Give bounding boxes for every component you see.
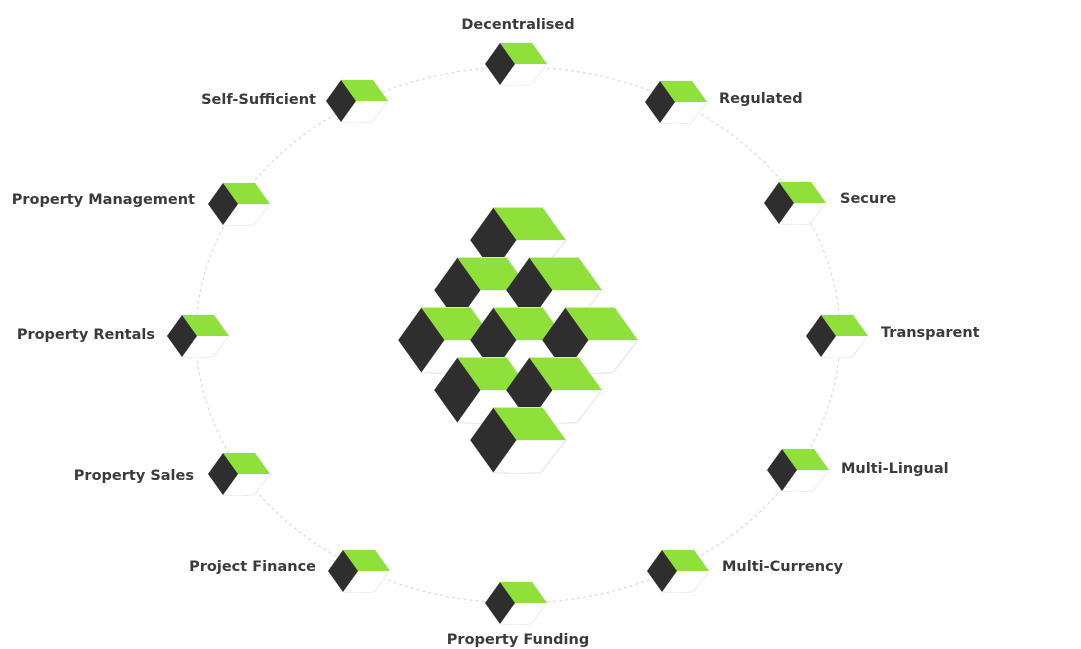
node-label-project-finance: Project Finance: [189, 559, 316, 575]
cube-icon: [764, 181, 826, 225]
cube-icon: [326, 79, 388, 123]
cube-icon: [167, 314, 229, 358]
cube-icon: [645, 80, 707, 124]
cube-icon: [806, 314, 868, 358]
node-label-property-sales: Property Sales: [73, 468, 194, 484]
node-label-decentralised: Decentralised: [461, 17, 575, 33]
cube-icon: [208, 452, 270, 496]
node-label-multi-lingual: Multi-Lingual: [841, 461, 949, 477]
cube-icon: [208, 182, 270, 226]
node-label-property-management: Property Management: [11, 192, 195, 208]
node-label-self-sufficient: Self-Sufficient: [201, 92, 316, 108]
node-label-multi-currency: Multi-Currency: [722, 559, 844, 575]
node-label-property-funding: Property Funding: [446, 632, 590, 648]
cube-icon: [485, 581, 547, 625]
node-label-regulated: Regulated: [719, 91, 803, 107]
cube-icon: [647, 549, 709, 593]
cube-cluster-icon: [398, 206, 638, 474]
node-label-transparent: Transparent: [881, 325, 980, 341]
cube-icon: [328, 549, 390, 593]
node-label-property-rentals: Property Rentals: [16, 327, 155, 343]
cube-icon: [485, 42, 547, 86]
cube-icon: [767, 448, 829, 492]
node-label-secure: Secure: [840, 191, 897, 207]
